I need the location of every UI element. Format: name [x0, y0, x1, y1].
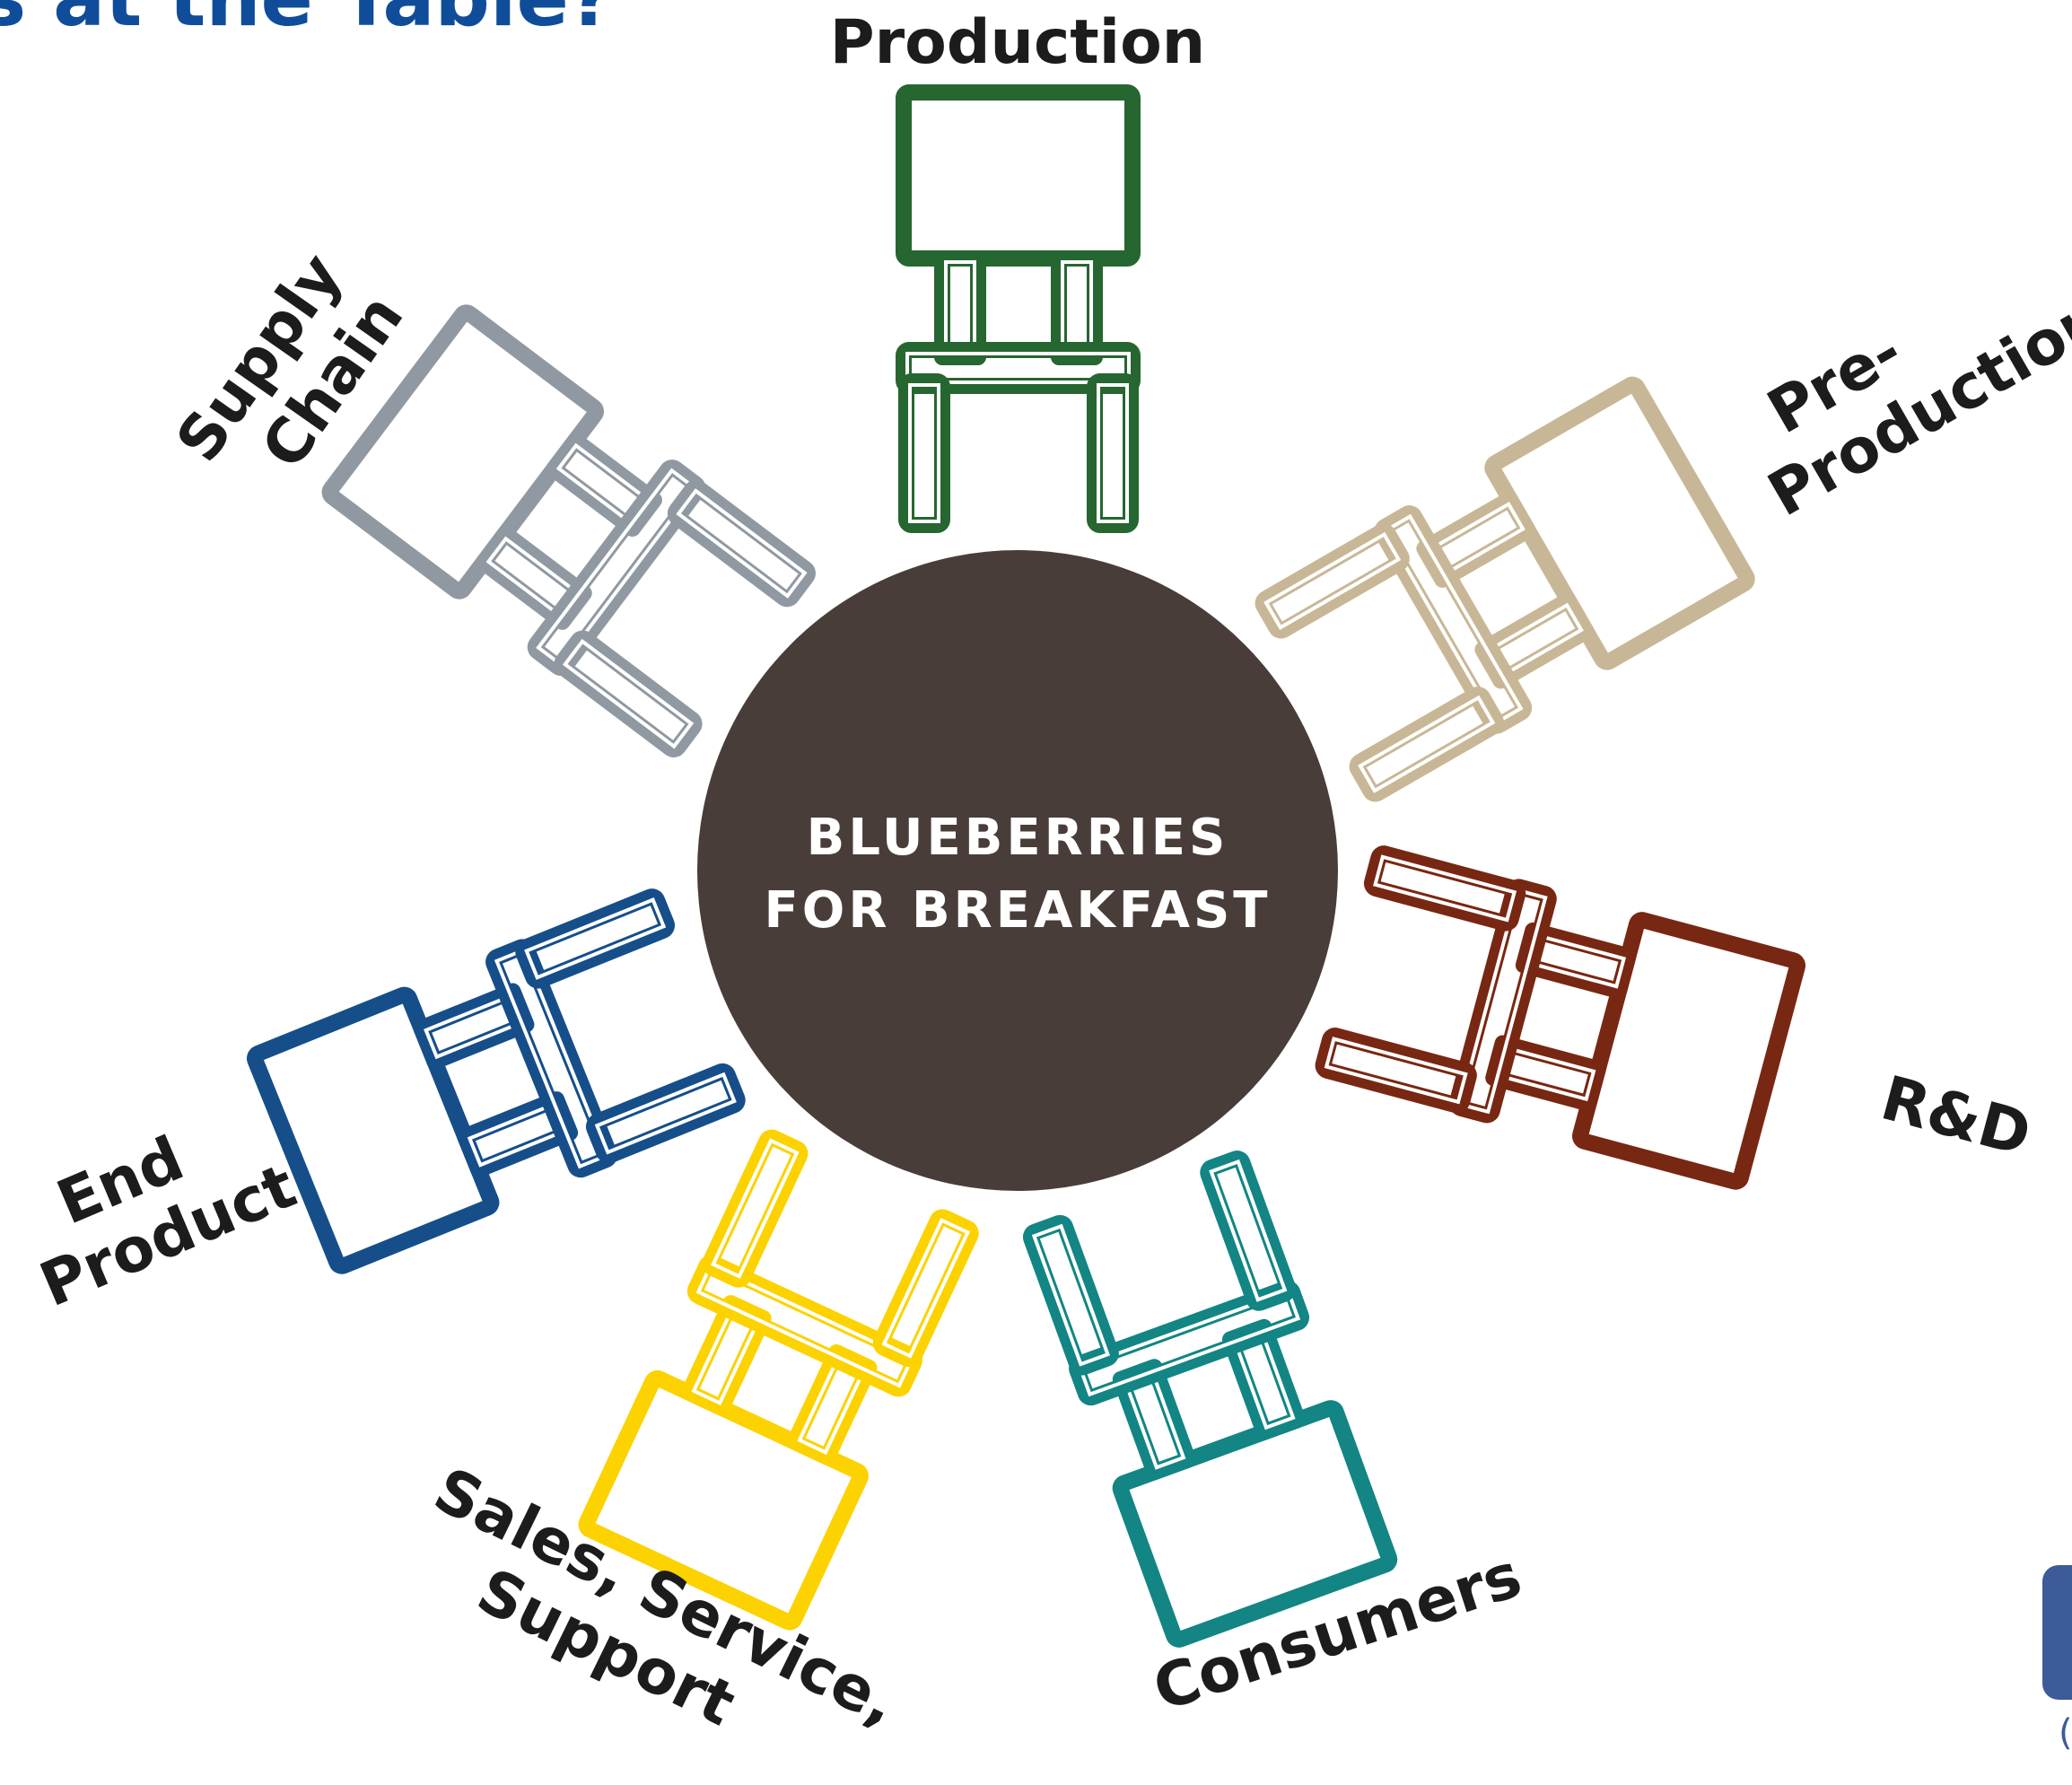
- chair-part: [702, 1129, 809, 1288]
- chair-part-highlight: [1457, 888, 1548, 1115]
- chair-part: [686, 1255, 922, 1397]
- chair-part-highlight: [1358, 695, 1496, 793]
- diagram-title: s at the Table?: [0, 0, 614, 44]
- label-production: Production: [830, 7, 1205, 78]
- chair-part-highlight: [524, 897, 667, 980]
- chair-part: [1363, 845, 1526, 932]
- label-production-line-1: Production: [830, 7, 1205, 78]
- chair-part-highlight: [1031, 1223, 1111, 1367]
- label-supply-chain: Supply Chain: [163, 241, 417, 482]
- chair-part: [515, 888, 676, 989]
- chair-part-highlight: [1097, 383, 1129, 523]
- chair-part-highlight: [1263, 531, 1402, 631]
- chair-part: [1022, 1214, 1119, 1376]
- chair-part-highlight: [676, 488, 808, 599]
- chair-part: [527, 459, 706, 677]
- chair-part: [667, 479, 816, 608]
- chair-part-highlight: [1382, 513, 1524, 726]
- chair-part-highlight: [494, 948, 609, 1169]
- chair-part: [896, 84, 1141, 267]
- chair-part-highlight: [1373, 854, 1517, 923]
- chair-part-highlight: [695, 1263, 914, 1388]
- chair-pre-production-icon: [1255, 376, 1755, 802]
- chair-part-highlight: [594, 1072, 737, 1155]
- chair-part: [485, 939, 618, 1178]
- corner-badge: [2042, 1565, 2072, 1700]
- chair-part: [585, 1063, 746, 1164]
- chair-part: [321, 304, 604, 599]
- chair-part: [1349, 687, 1504, 802]
- chair-part-highlight: [908, 383, 940, 523]
- chair-part: [246, 986, 500, 1274]
- chair-consumers-icon: [1022, 1151, 1398, 1648]
- chair-part: [1112, 1400, 1398, 1648]
- chair-part: [872, 1209, 979, 1368]
- label-pre-production: Pre- Production: [1756, 282, 2072, 531]
- center-label-line-2: FOR BREAKFAST: [765, 881, 1272, 940]
- chair-sales-service-support-icon: [578, 1129, 979, 1631]
- chair-part: [578, 1369, 869, 1631]
- chair-part: [898, 373, 950, 533]
- chair-part: [1484, 376, 1755, 670]
- chair-part-highlight: [536, 468, 697, 668]
- chair-part: [896, 342, 1141, 394]
- chair-rd-icon: [1315, 845, 1805, 1190]
- chair-part: [1255, 523, 1410, 639]
- chair-part-highlight: [1324, 1037, 1468, 1105]
- chair-production-icon: [896, 84, 1141, 533]
- chair-part: [1087, 373, 1139, 533]
- chair-part: [1200, 1151, 1297, 1311]
- chair-part-highlight: [1077, 1289, 1301, 1397]
- center-table: [697, 550, 1338, 1191]
- chair-part-highlight: [711, 1138, 800, 1279]
- chair-part: [1374, 505, 1533, 734]
- label-end-product: End Product: [31, 1124, 306, 1321]
- chair-part-highlight: [881, 1218, 971, 1359]
- label-rd: R&D: [1874, 1063, 2038, 1171]
- center-label-line-1: BLUEBERRIES: [807, 809, 1229, 867]
- chair-part: [1315, 1028, 1477, 1114]
- chair-part: [1069, 1280, 1310, 1406]
- corner-fragment: (: [2059, 1712, 2072, 1754]
- chair-part: [1571, 912, 1805, 1190]
- chair-part-highlight: [1209, 1159, 1288, 1302]
- chair-part: [554, 630, 703, 757]
- chair-end-product-icon: [246, 888, 746, 1274]
- chair-part: [1448, 879, 1557, 1124]
- chair-part-highlight: [905, 352, 1131, 384]
- label-rd-line-1: R&D: [1874, 1063, 2038, 1171]
- chair-part-highlight: [562, 638, 695, 749]
- label-sales-service-support: Sales, Service, Support: [424, 1455, 908, 1740]
- chair-supply-chain-icon: [321, 304, 816, 757]
